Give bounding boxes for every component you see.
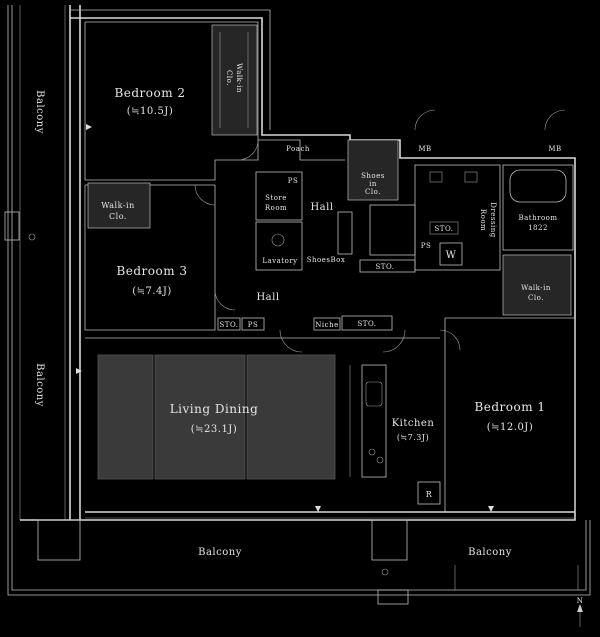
bedroom1-label: Bedroom 1 — [474, 400, 545, 414]
balcony-bottom-post — [377, 589, 409, 605]
kitchen-label: Kitchen — [392, 418, 435, 429]
walkin-right-label: Walk-in — [521, 284, 551, 292]
walkin-left-label2: Clo. — [109, 212, 127, 221]
walkin-top-label: Walk-in — [235, 63, 243, 93]
washer-label: W — [446, 250, 457, 261]
bathroom-size: 1822 — [528, 224, 548, 232]
walkin-closet-left — [87, 182, 151, 229]
store-room — [255, 171, 303, 221]
living-dining-label: Living Dining — [170, 402, 259, 416]
svg-text:Balcony: Balcony — [34, 363, 45, 407]
lavatory — [255, 221, 303, 271]
poach-label: Poach — [286, 145, 310, 153]
sto-label-2: STO. — [375, 263, 394, 271]
niche-label: Niche — [315, 321, 338, 329]
sto-label-4: STO. — [357, 320, 376, 328]
shoesbox-label: ShoesBox — [307, 256, 346, 264]
shoes-label: Shoes — [361, 172, 385, 180]
service-zone: Poach PS Store Room Lavatory Hall ShoesB… — [217, 109, 574, 353]
svg-text:Balcony: Balcony — [34, 90, 45, 134]
ps-label-2: PS — [421, 242, 432, 250]
window-wall — [37, 124, 575, 561]
mb-label-2: MB — [548, 145, 561, 153]
bedroom3-label: Bedroom 3 — [116, 264, 187, 278]
store-room-label: Store — [265, 194, 287, 202]
living-dining-area: (≒23.1J) — [191, 424, 237, 435]
bathroom-label: Bathroom — [518, 214, 557, 222]
shoes-in-closet — [347, 139, 399, 201]
dressing-label2: Room — [479, 209, 487, 231]
bedroom2-label: Bedroom 2 — [114, 86, 185, 100]
balcony-bottom-right: Balcony — [468, 547, 512, 558]
sto-label-3: STO. — [219, 321, 238, 329]
dressing-room — [414, 164, 501, 271]
walkin-closet-right — [502, 254, 572, 316]
balcony-post — [4, 211, 20, 241]
hall-top-label: Hall — [310, 202, 333, 213]
balcony-drain — [28, 233, 36, 241]
bedroom3-area: (≒7.4J) — [132, 286, 172, 297]
bedroom2-area: (≒10.5J) — [127, 106, 173, 117]
living-dining: Living Dining (≒23.1J) — [85, 337, 440, 480]
balcony-outline — [7, 5, 591, 596]
walkin-top-label2: Clo. — [225, 70, 233, 86]
kitchen: Kitchen (≒7.3J) R — [349, 364, 441, 505]
lavatory-label: Lavatory — [262, 257, 297, 265]
kitchen-area: (≒7.3J) — [397, 433, 429, 442]
balcony-left-top: Balcony — [34, 90, 45, 134]
walkin-right-label2: Clo. — [528, 294, 544, 302]
bedroom-1: Bedroom 1 (≒12.0J) — [444, 317, 576, 513]
balcony-left-bottom: Balcony — [34, 363, 45, 407]
bedroom-2: Bedroom 2 (≒10.5J) Walk-in Clo. — [84, 21, 259, 181]
hall-bottom-label: Hall — [256, 292, 279, 303]
bathroom — [502, 164, 574, 251]
refrigerator-label: R — [426, 490, 433, 499]
shoes-label2: in — [369, 180, 377, 188]
north-icon: N — [577, 597, 584, 605]
walkin-left-label: Walk-in — [101, 201, 134, 210]
walkin-closet-top — [211, 24, 258, 136]
sto-label-1: STO. — [434, 225, 453, 233]
north-arrow: N — [577, 597, 584, 627]
bedroom-3: Walk-in Clo. Bedroom 3 (≒7.4J) — [84, 182, 236, 331]
ps-label-3: PS — [248, 321, 259, 329]
mb-label-1: MB — [418, 145, 431, 153]
balcony-bottom-left: Balcony — [198, 547, 242, 558]
ps-label-1: PS — [288, 177, 299, 185]
store-room-label2: Room — [265, 204, 287, 212]
bedroom1-area: (≒12.0J) — [487, 422, 533, 433]
shoes-label3: Clo. — [365, 188, 381, 196]
dressing-label: Dressing — [489, 202, 497, 238]
